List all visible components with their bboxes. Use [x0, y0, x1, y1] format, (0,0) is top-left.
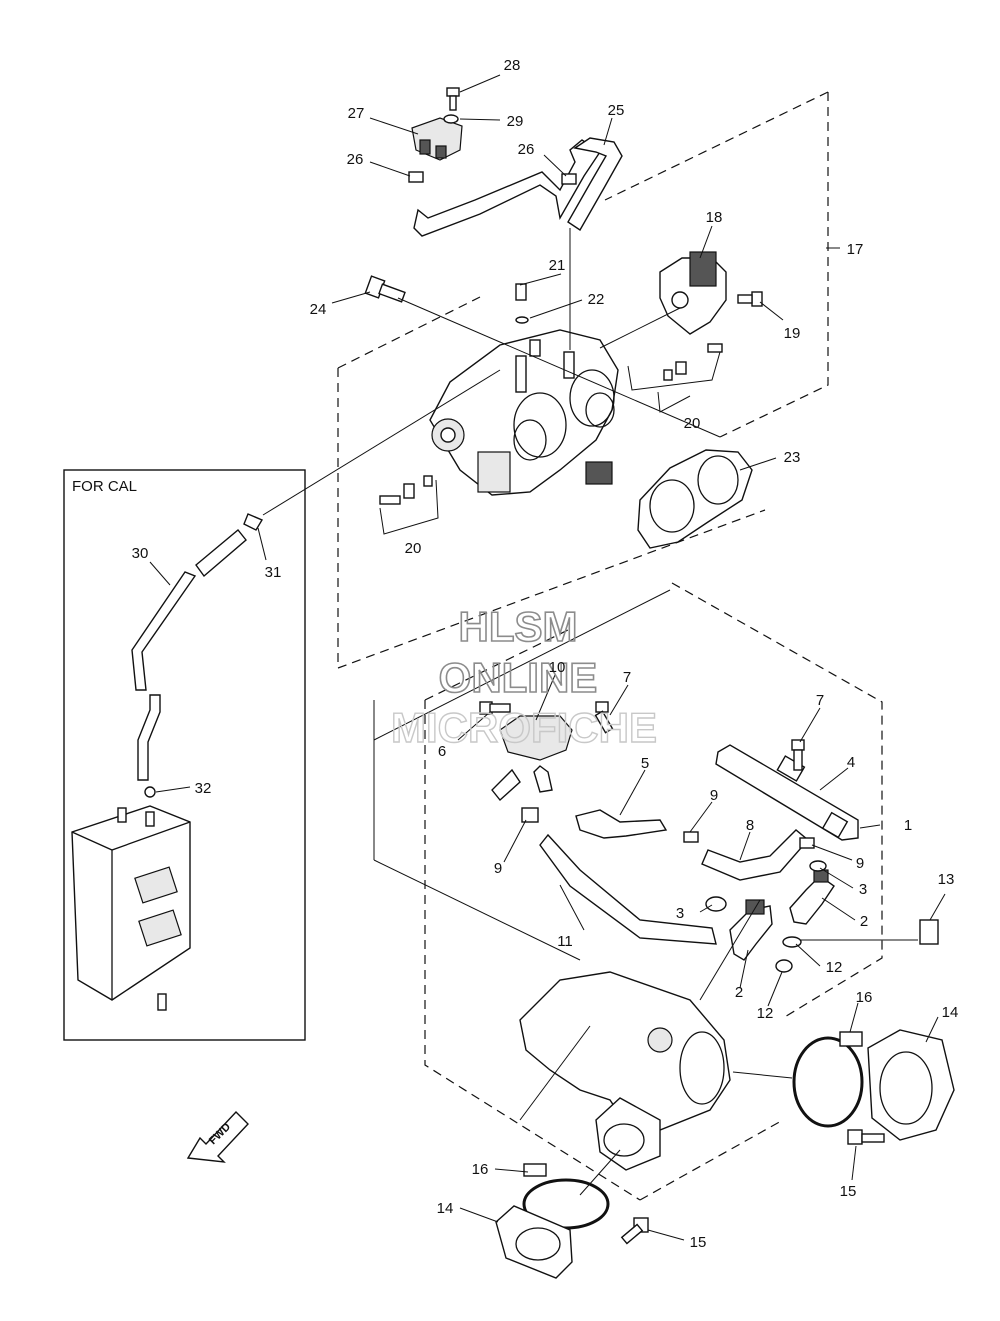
bolt-15-right	[847, 1129, 885, 1145]
seal-12-left	[775, 959, 793, 973]
hose-30	[131, 529, 247, 781]
bolt-7-left	[594, 701, 614, 734]
joint-14-left	[495, 1205, 573, 1279]
screw-set-20-left	[379, 475, 433, 505]
seal-3-left	[705, 896, 727, 912]
callout-25: 25	[608, 102, 625, 119]
bolt-7-right	[791, 739, 805, 771]
clamp-16-right	[792, 1031, 864, 1128]
joint-14-right	[867, 1029, 955, 1141]
bolt-28	[446, 87, 460, 111]
callout-4: 4	[847, 754, 855, 771]
callout-23: 23	[784, 449, 801, 466]
callout-26-right: 26	[518, 141, 535, 158]
callout-7-left: 7	[623, 669, 631, 686]
callout-15-left: 15	[690, 1234, 707, 1251]
callout-32: 32	[195, 780, 212, 797]
callout-2-left: 2	[735, 984, 743, 1001]
callout-26-left: 26	[347, 151, 364, 168]
callout-9-left: 9	[494, 860, 502, 877]
callout-19: 19	[784, 325, 801, 342]
callout-21: 21	[549, 257, 566, 274]
o-ring-22	[515, 316, 529, 324]
seal-3-right	[809, 860, 827, 872]
clamp-9-center	[683, 831, 699, 843]
screw-19	[737, 291, 763, 307]
fuel-pipe-5	[575, 809, 668, 839]
pressure-regulator-10	[491, 715, 573, 802]
callout-3-right: 3	[859, 881, 867, 898]
callout-20-left: 20	[405, 540, 422, 557]
leader-lines	[149, 74, 946, 1241]
clamp-26-right	[561, 173, 577, 185]
callout-9-right: 9	[856, 855, 864, 872]
callout-12-right: 12	[826, 959, 843, 976]
bolt-6	[479, 701, 511, 715]
callout-8: 8	[746, 817, 754, 834]
hose-11	[539, 833, 717, 945]
callout-16-left: 16	[472, 1161, 489, 1178]
clamp-26-left	[408, 171, 424, 183]
assembly-17-outline	[337, 91, 829, 669]
gasket-23	[637, 449, 753, 549]
bolt-24	[364, 275, 406, 303]
callout-17: 17	[847, 241, 864, 258]
callout-6: 6	[438, 743, 446, 760]
callout-24: 24	[310, 301, 327, 318]
callout-13: 13	[938, 871, 955, 888]
callout-1: 1	[904, 817, 912, 834]
callout-30: 30	[132, 545, 149, 562]
assembly-1-outline	[424, 582, 883, 1201]
callout-10: 10	[549, 659, 566, 676]
callout-11: 11	[557, 933, 573, 950]
hose-8	[701, 829, 809, 881]
callouts: 28 29 27 26 26 25 18 17 19 21 22 24 20 2…	[132, 57, 959, 1251]
throttle-body	[429, 329, 619, 496]
hose-25	[413, 137, 623, 237]
watermark-line-3: MICROFICHE	[391, 704, 657, 751]
washer-29	[443, 114, 459, 124]
callout-14-right: 14	[942, 1004, 959, 1021]
screw-set-20-right	[663, 343, 723, 381]
callout-22: 22	[588, 291, 605, 308]
fuel-rail-4	[715, 744, 859, 841]
injector-2-left	[729, 899, 773, 961]
callout-18: 18	[706, 209, 723, 226]
callout-31: 31	[265, 564, 282, 581]
for-cal-box: FOR CAL	[63, 469, 306, 1041]
clip-13	[919, 919, 939, 945]
clamp-32	[144, 786, 156, 798]
watermark: HLSM ONLINE MICROFICHE	[390, 602, 657, 752]
callout-14-left: 14	[437, 1200, 454, 1217]
clamp-31	[243, 513, 264, 531]
clamp-9-right	[799, 837, 815, 849]
pressure-sensor-27	[411, 117, 463, 161]
callout-3-left: 3	[676, 905, 684, 922]
callout-16-right: 16	[856, 989, 873, 1006]
callout-2-right: 2	[860, 913, 868, 930]
throttle-sensor-18	[659, 251, 727, 335]
charcoal-canister	[71, 805, 191, 1011]
watermark-line-1: HLSM	[459, 603, 578, 650]
callout-15-right: 15	[840, 1183, 857, 1200]
injector-2-right	[789, 869, 835, 925]
callout-9-center: 9	[710, 787, 718, 804]
clamp-9-left	[521, 807, 539, 823]
bolt-15-left	[620, 1217, 649, 1245]
callout-28: 28	[504, 57, 521, 74]
intake-manifold	[519, 971, 731, 1171]
callout-27: 27	[348, 105, 365, 122]
callout-29: 29	[507, 113, 524, 130]
for-cal-title: FOR CAL	[72, 478, 137, 495]
pin-21	[515, 283, 527, 301]
callout-20-right: 20	[684, 415, 701, 432]
callout-12-left: 12	[757, 1005, 774, 1022]
watermark-line-2: ONLINE	[439, 654, 598, 701]
callout-7-right: 7	[816, 692, 824, 709]
fwd-arrow: FWD	[186, 1110, 249, 1163]
callout-5: 5	[641, 755, 649, 772]
